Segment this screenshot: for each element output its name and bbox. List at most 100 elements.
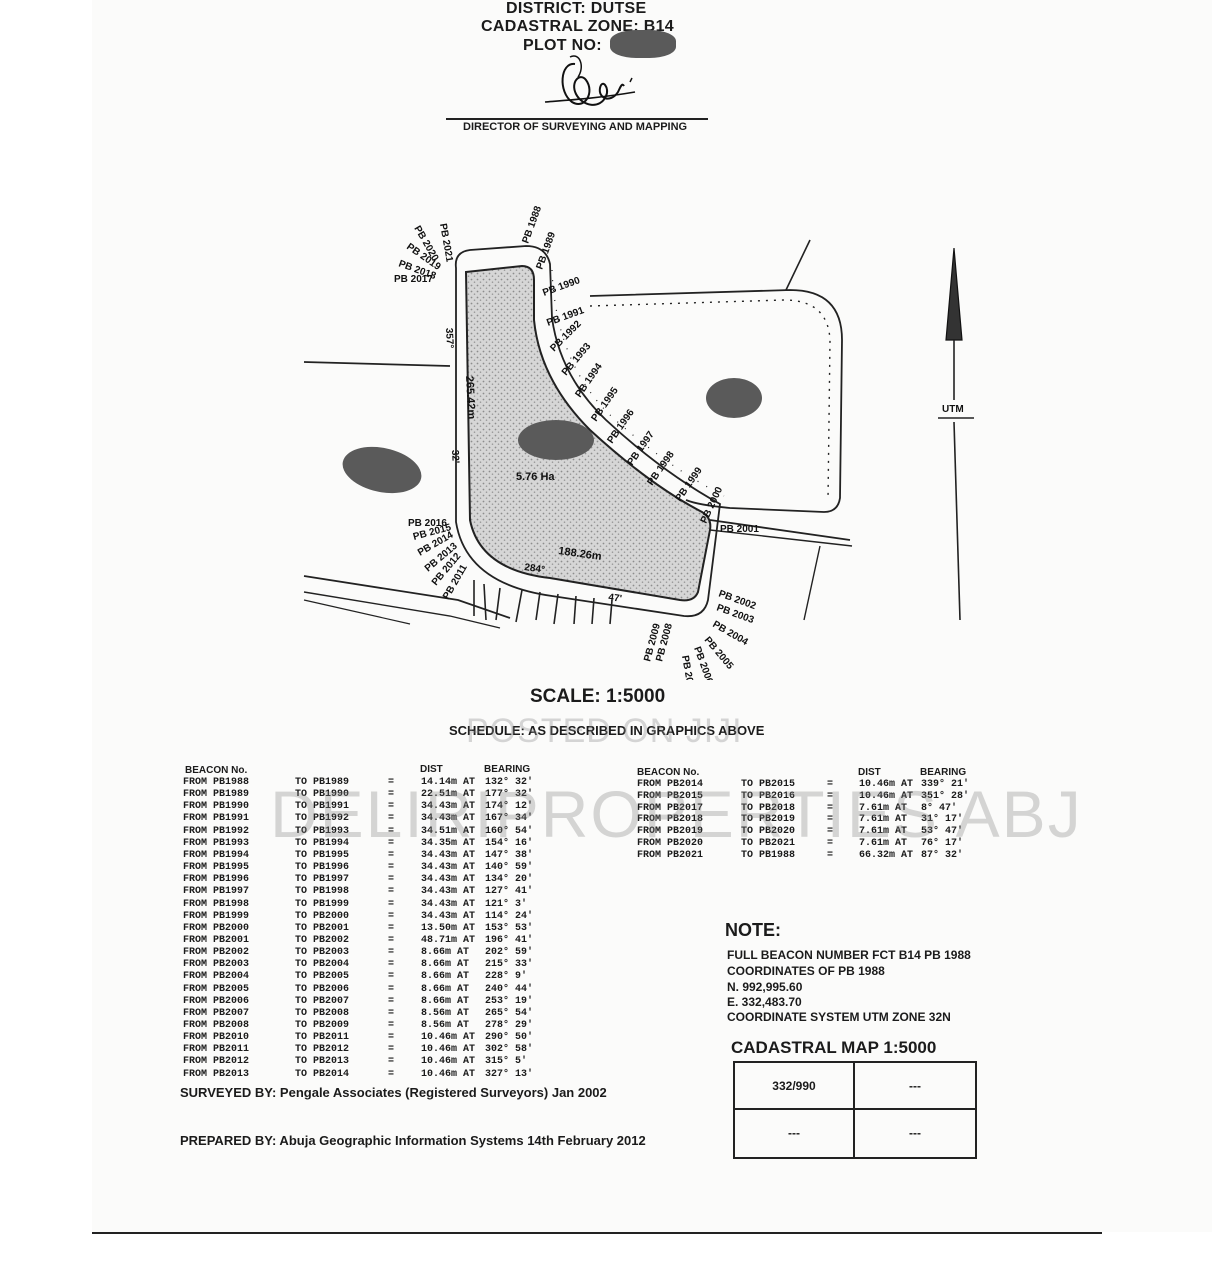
cell-bearing: 153° 53' — [485, 922, 534, 934]
cell-to: TO PB1999 — [295, 898, 350, 910]
cell-from: FROM PB2012 — [183, 1056, 250, 1068]
equals-sign: = — [388, 801, 395, 813]
beacon-label: PB 1996 — [605, 407, 637, 446]
equals-sign: = — [388, 995, 395, 1007]
cell-dist: 10.46m AT — [421, 1068, 476, 1080]
equals-sign: = — [827, 790, 834, 802]
cell-dist: 7.61m AT — [859, 826, 908, 838]
redaction-mark — [610, 30, 676, 58]
equals-sign: = — [388, 910, 395, 922]
beacon-label: PB 2016 — [408, 518, 447, 529]
cell-dist: 34.43m AT — [421, 801, 476, 813]
table-left-header-dist: DIST — [420, 764, 443, 775]
equals-sign: = — [388, 886, 395, 898]
equals-sign: = — [827, 802, 834, 814]
cell-dist: 8.66m AT — [421, 995, 470, 1007]
cell-from: FROM PB1992 — [183, 825, 250, 837]
cell-bearing: 140° 59' — [485, 862, 534, 874]
cell-to: TO PB2005 — [295, 971, 350, 983]
cell-to: TO PB1989 — [295, 777, 350, 788]
cell-to: TO PB2018 — [741, 802, 796, 814]
cell-from: FROM PB1998 — [183, 898, 250, 910]
equals-sign: = — [388, 983, 395, 995]
equals-sign: = — [388, 971, 395, 983]
cell-bearing: 127° 41' — [485, 886, 534, 898]
cell-from: FROM PB2000 — [183, 922, 250, 934]
beacon-label: PB 1994 — [573, 361, 605, 400]
cell-dist: 7.61m AT — [859, 838, 908, 849]
document-page — [92, 0, 1212, 1232]
cell-dist: 34.43m AT — [421, 898, 476, 910]
cell-bearing: 8° 47' — [921, 802, 958, 814]
equals-sign: = — [388, 922, 395, 934]
cell-to: TO PB2008 — [295, 1007, 350, 1019]
equals-sign: = — [388, 1032, 395, 1044]
cell-dist: 7.61m AT — [859, 802, 908, 814]
cell-from: FROM PB2014 — [637, 779, 704, 790]
cell-to: TO PB1993 — [295, 825, 350, 837]
cadastral-map-title: CADASTRAL MAP 1:5000 — [731, 1038, 937, 1057]
beacon-label: PB 1998 — [645, 449, 677, 488]
beacon-label: PB 1989 — [534, 230, 558, 271]
cell-from: FROM PB2019 — [637, 826, 704, 838]
cell-from: FROM PB1996 — [183, 874, 250, 886]
cell-from: FROM PB2002 — [183, 947, 250, 959]
note-title: NOTE: — [725, 920, 781, 940]
cell-bearing: 302° 58' — [485, 1044, 534, 1056]
cell-bearing: 339° 21' — [921, 779, 970, 790]
equals-sign: = — [388, 813, 395, 825]
cell-from: FROM PB1988 — [183, 777, 250, 788]
equals-sign: = — [388, 959, 395, 971]
table-right-header-beacon: BEACON No. — [637, 767, 700, 778]
equals-sign: = — [388, 1068, 395, 1080]
cell-from: FROM PB1994 — [183, 849, 250, 861]
south-bearing-min: 47' — [608, 592, 623, 605]
cell-dist: 34.43m AT — [421, 813, 476, 825]
cell-to: TO PB2020 — [741, 826, 796, 838]
cell-dist: 8.66m AT — [421, 971, 470, 983]
north-label: UTM — [942, 404, 964, 415]
cell-dist: 34.43m AT — [421, 886, 476, 898]
cell-bearing: 53° 47' — [921, 826, 964, 838]
cell-bearing: 290° 50' — [485, 1032, 534, 1044]
schedule-caption: SCHEDULE: AS DESCRIBED IN GRAPHICS ABOVE — [449, 723, 765, 738]
note-line: COORDINATE SYSTEM UTM ZONE 32N — [727, 1010, 951, 1024]
cell-from: FROM PB2007 — [183, 1007, 250, 1019]
equals-sign: = — [827, 814, 834, 826]
cell-bearing: 265° 54' — [485, 1007, 534, 1019]
cell-bearing: 215° 33' — [485, 959, 534, 971]
cell-bearing: 240° 44' — [485, 983, 534, 995]
north-arrow-icon — [945, 247, 963, 341]
cell-from: FROM PB2001 — [183, 934, 250, 946]
cell-bearing: 31° 17' — [921, 814, 964, 826]
cell-dist: 7.61m AT — [859, 814, 908, 826]
cell-to: TO PB2000 — [295, 910, 350, 922]
equals-sign: = — [827, 779, 834, 790]
cell-from: FROM PB1995 — [183, 862, 250, 874]
cell-bearing: 196° 41' — [485, 934, 534, 946]
adjacent-block — [589, 289, 843, 513]
cell-dist: 8.66m AT — [421, 959, 470, 971]
cell-from: FROM PB2017 — [637, 802, 704, 814]
equals-sign: = — [388, 874, 395, 886]
cell-bearing: 76° 17' — [921, 838, 964, 849]
cell-bearing: 278° 29' — [485, 1020, 534, 1031]
cell-from: FROM PB2018 — [637, 814, 704, 826]
watermark-jiji: POSTED ON JIJI — [466, 712, 743, 750]
south-bearing-deg: 284° — [524, 562, 546, 576]
cell-to: TO PB2014 — [295, 1068, 350, 1080]
cell-to: TO PB2021 — [741, 838, 796, 849]
redaction-mark — [706, 378, 762, 418]
redaction-mark — [518, 420, 594, 460]
cell-to: TO PB1994 — [295, 837, 350, 849]
cell-to: TO PB1998 — [295, 886, 350, 898]
beacon-label: PB 2001 — [720, 524, 759, 535]
cell-bearing: 177° 32' — [485, 789, 534, 801]
cell-dist: 13.50m AT — [421, 922, 476, 934]
equals-sign: = — [388, 947, 395, 959]
cell-from: FROM PB2004 — [183, 971, 250, 983]
west-dimension: 265.42m — [463, 376, 477, 420]
cell-dist: 34.43m AT — [421, 910, 476, 922]
cadastral-cell: --- — [909, 1079, 921, 1093]
cadastral-cell: --- — [909, 1126, 921, 1140]
